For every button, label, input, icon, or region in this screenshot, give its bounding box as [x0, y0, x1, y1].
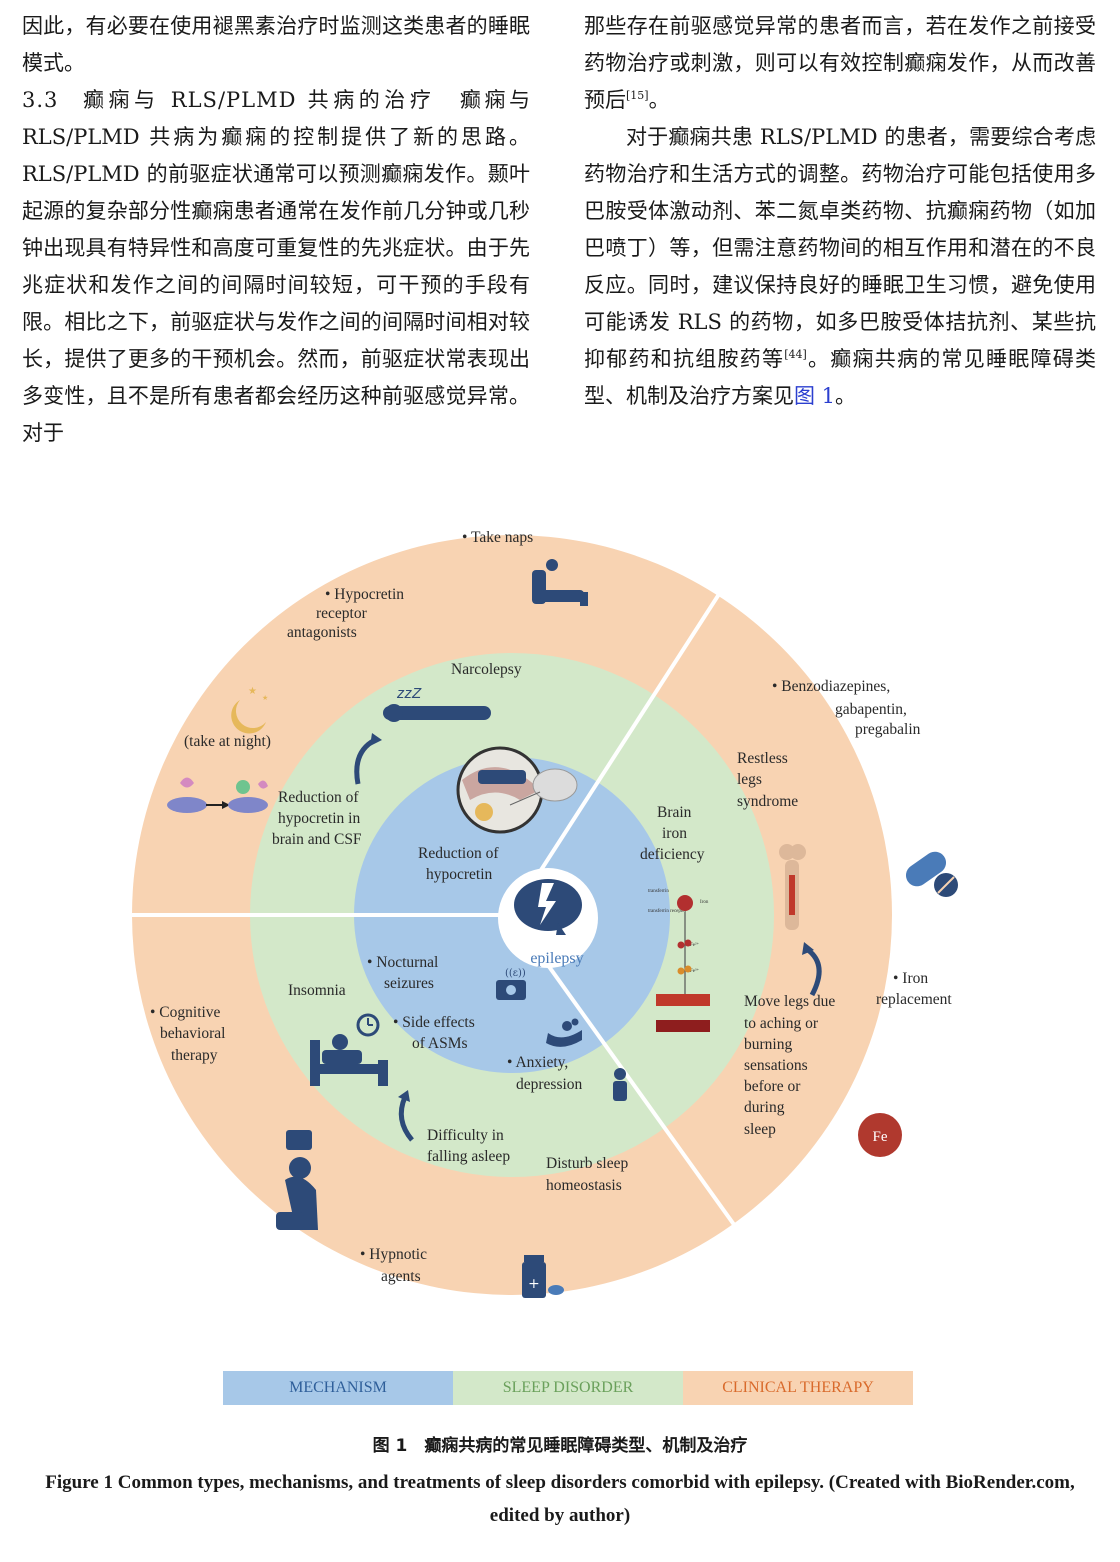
caption-chinese: 图 1 癫痫共病的常见睡眠障碍类型、机制及治疗 [372, 1436, 748, 1456]
hand-medicine-icon [546, 1018, 582, 1047]
therapy-hypnotic-line1: • Hypnotic [360, 1246, 427, 1263]
svg-text:((ε)): ((ε)) [505, 968, 526, 979]
tiny-iron: Iron [700, 900, 709, 905]
sleep-move-line5: before or [744, 1078, 801, 1095]
medicine-bottle-icon: + [522, 1255, 564, 1298]
section-title: 癫痫与 RLS/PLMD 共病的治疗 [79, 88, 436, 112]
legend-mechanism: MECHANISM [223, 1371, 453, 1405]
section-paragraph: 3.3 癫痫与 RLS/PLMD 共病的治疗 癫痫与 RLS/PLMD 共病为癫… [22, 82, 530, 452]
svg-text:+: + [528, 1276, 540, 1292]
mech-side-line2: of ASMs [412, 1035, 468, 1052]
sleep-move-line4: sensations [744, 1057, 808, 1074]
sleep-narcolepsy: Narcolepsy [451, 661, 522, 678]
zzz-text: zzZ [396, 685, 422, 702]
mech-nocturnal-line2: seizures [384, 975, 434, 992]
moon-stars-icon: ★ ★ [231, 686, 268, 734]
mech-nocturnal-line1: • Nocturnal [367, 954, 438, 971]
therapy-hypocretin-line3: antagonists [287, 624, 357, 641]
iron-pathway-illustration [656, 895, 710, 1032]
mech-iron-line1: Brain [657, 804, 692, 821]
sleep-disturb-line1: Disturb sleep [546, 1155, 628, 1172]
figure-link[interactable]: 图 1 [794, 384, 836, 408]
tiny-fe2: Fe²⁺ [690, 942, 699, 948]
mech-hypocretin-line1: Reduction of [418, 845, 499, 862]
sleep-move-line1: Move legs due [744, 993, 835, 1010]
svg-text:★: ★ [248, 686, 257, 697]
fe-text: Fe [873, 1129, 888, 1145]
brain-section-illustration [456, 746, 578, 834]
therapy-hypnotic-line2: agents [381, 1268, 421, 1285]
sleep-disturb-line2: homeostasis [546, 1177, 622, 1194]
stressed-person-icon [613, 1068, 627, 1101]
therapy-cbt-line1: • Cognitive [150, 1004, 221, 1021]
mech-anxiety-line2: depression [516, 1076, 583, 1093]
paragraph: 因此，有必要在使用褪黑素治疗时监测这类患者的睡眠模式。 [22, 14, 530, 75]
sleep-rls-line1: Restless [737, 750, 788, 767]
tiny-transferrin-receptor: transferrin receptor [648, 909, 687, 914]
therapy-hypocretin-line1: • Hypocretin [325, 586, 404, 603]
sleep-difficulty-line2: falling asleep [427, 1148, 510, 1165]
tiny-transferrin: transferrin [648, 889, 669, 894]
insomnia-bed-icon [310, 1013, 388, 1086]
left-column: 因此，有必要在使用褪黑素治疗时监测这类患者的睡眠模式。 3.3 癫痫与 RLS/… [22, 8, 530, 452]
svg-text:★: ★ [262, 694, 268, 702]
curved-arrow-icon [398, 1096, 414, 1142]
sleeping-person-icon [383, 704, 491, 722]
mech-iron-line2: iron [662, 825, 687, 842]
therapy-take-naps: • Take naps [462, 529, 533, 546]
sleep-move-line3: burning [744, 1036, 792, 1053]
legend-clinical-therapy: CLINICAL THERAPY [683, 1371, 913, 1405]
citation[interactable]: [15] [626, 89, 649, 102]
fe-badge-icon: Fe [858, 1113, 902, 1157]
figure-1: epilepsy • Take naps • Hypocretin recept… [132, 529, 958, 1298]
therapy-cbt-line2: behavioral [160, 1025, 225, 1042]
tiny-fe3: Fe³⁺ [690, 968, 699, 974]
therapy-iron-line2: replacement [876, 991, 952, 1008]
sleep-reduction-line1: Reduction of [278, 789, 359, 806]
mech-anxiety-line1: • Anxiety, [507, 1054, 568, 1071]
therapy-hypocretin-line2: receptor [316, 605, 368, 622]
therapy-take-night: (take at night) [184, 733, 271, 750]
receptor-antagonist-icon [167, 777, 268, 813]
mech-side-line1: • Side effects [393, 1014, 475, 1031]
patient-monitor-icon: ((ε)) [496, 968, 526, 1000]
paragraph: 对于癫痫共患 RLS/PLMD 的患者，需要综合考虑药物治疗和生活方式的调整。药… [584, 125, 1097, 408]
therapy-benzo-line2: gabapentin, [835, 701, 907, 718]
bone-icon [779, 844, 806, 930]
pill-capsule-icon [905, 851, 958, 897]
brain-lightning-icon [514, 879, 582, 935]
mech-iron-line3: deficiency [640, 846, 705, 863]
therapy-benzo-line3: pregabalin [855, 721, 921, 738]
curved-arrow-icon [806, 948, 822, 997]
sleep-move-line2: to aching or [744, 1015, 819, 1032]
section-body: 癫痫与 RLS/PLMD 共病为癫痫的控制提供了新的思路。RLS/PLMD 的前… [22, 88, 531, 445]
sleep-rls-line2: legs [737, 771, 762, 788]
armchair-person-icon [532, 559, 588, 606]
sleep-reduction-line2: hypocretin in [278, 810, 360, 827]
depressed-person-icon [276, 1130, 318, 1230]
sleep-difficulty-line1: Difficulty in [427, 1127, 504, 1144]
sleep-rls-line3: syndrome [737, 793, 798, 810]
caption-english: Figure 1 Common types, mechanisms, and t… [45, 1472, 1075, 1526]
section-number: 3.3 [22, 88, 59, 112]
legend-sleep-disorder: SLEEP DISORDER [453, 1371, 683, 1405]
therapy-iron-line1: • Iron [893, 970, 928, 987]
sleep-insomnia: Insomnia [288, 982, 346, 999]
sleep-move-line6: during [744, 1099, 785, 1116]
sector-dividers [132, 541, 780, 1288]
sleep-move-line7: sleep [744, 1121, 776, 1138]
mech-hypocretin-line2: hypocretin [426, 866, 493, 883]
right-column: 那些存在前驱感觉异常的患者而言，若在发作之前接受药物治疗或刺激，则可以有效控制癫… [584, 8, 1096, 415]
figure-legend: MECHANISM SLEEP DISORDER CLINICAL THERAP… [223, 1371, 913, 1405]
citation[interactable]: [44] [784, 348, 807, 361]
therapy-benzo-line1: • Benzodiazepines, [772, 678, 890, 695]
paragraph: 那些存在前驱感觉异常的患者而言，若在发作之前接受药物治疗或刺激，则可以有效控制癫… [584, 14, 1096, 112]
center-label: epilepsy [530, 950, 583, 967]
therapy-cbt-line3: therapy [171, 1047, 218, 1064]
sleep-reduction-line3: brain and CSF [272, 831, 362, 848]
